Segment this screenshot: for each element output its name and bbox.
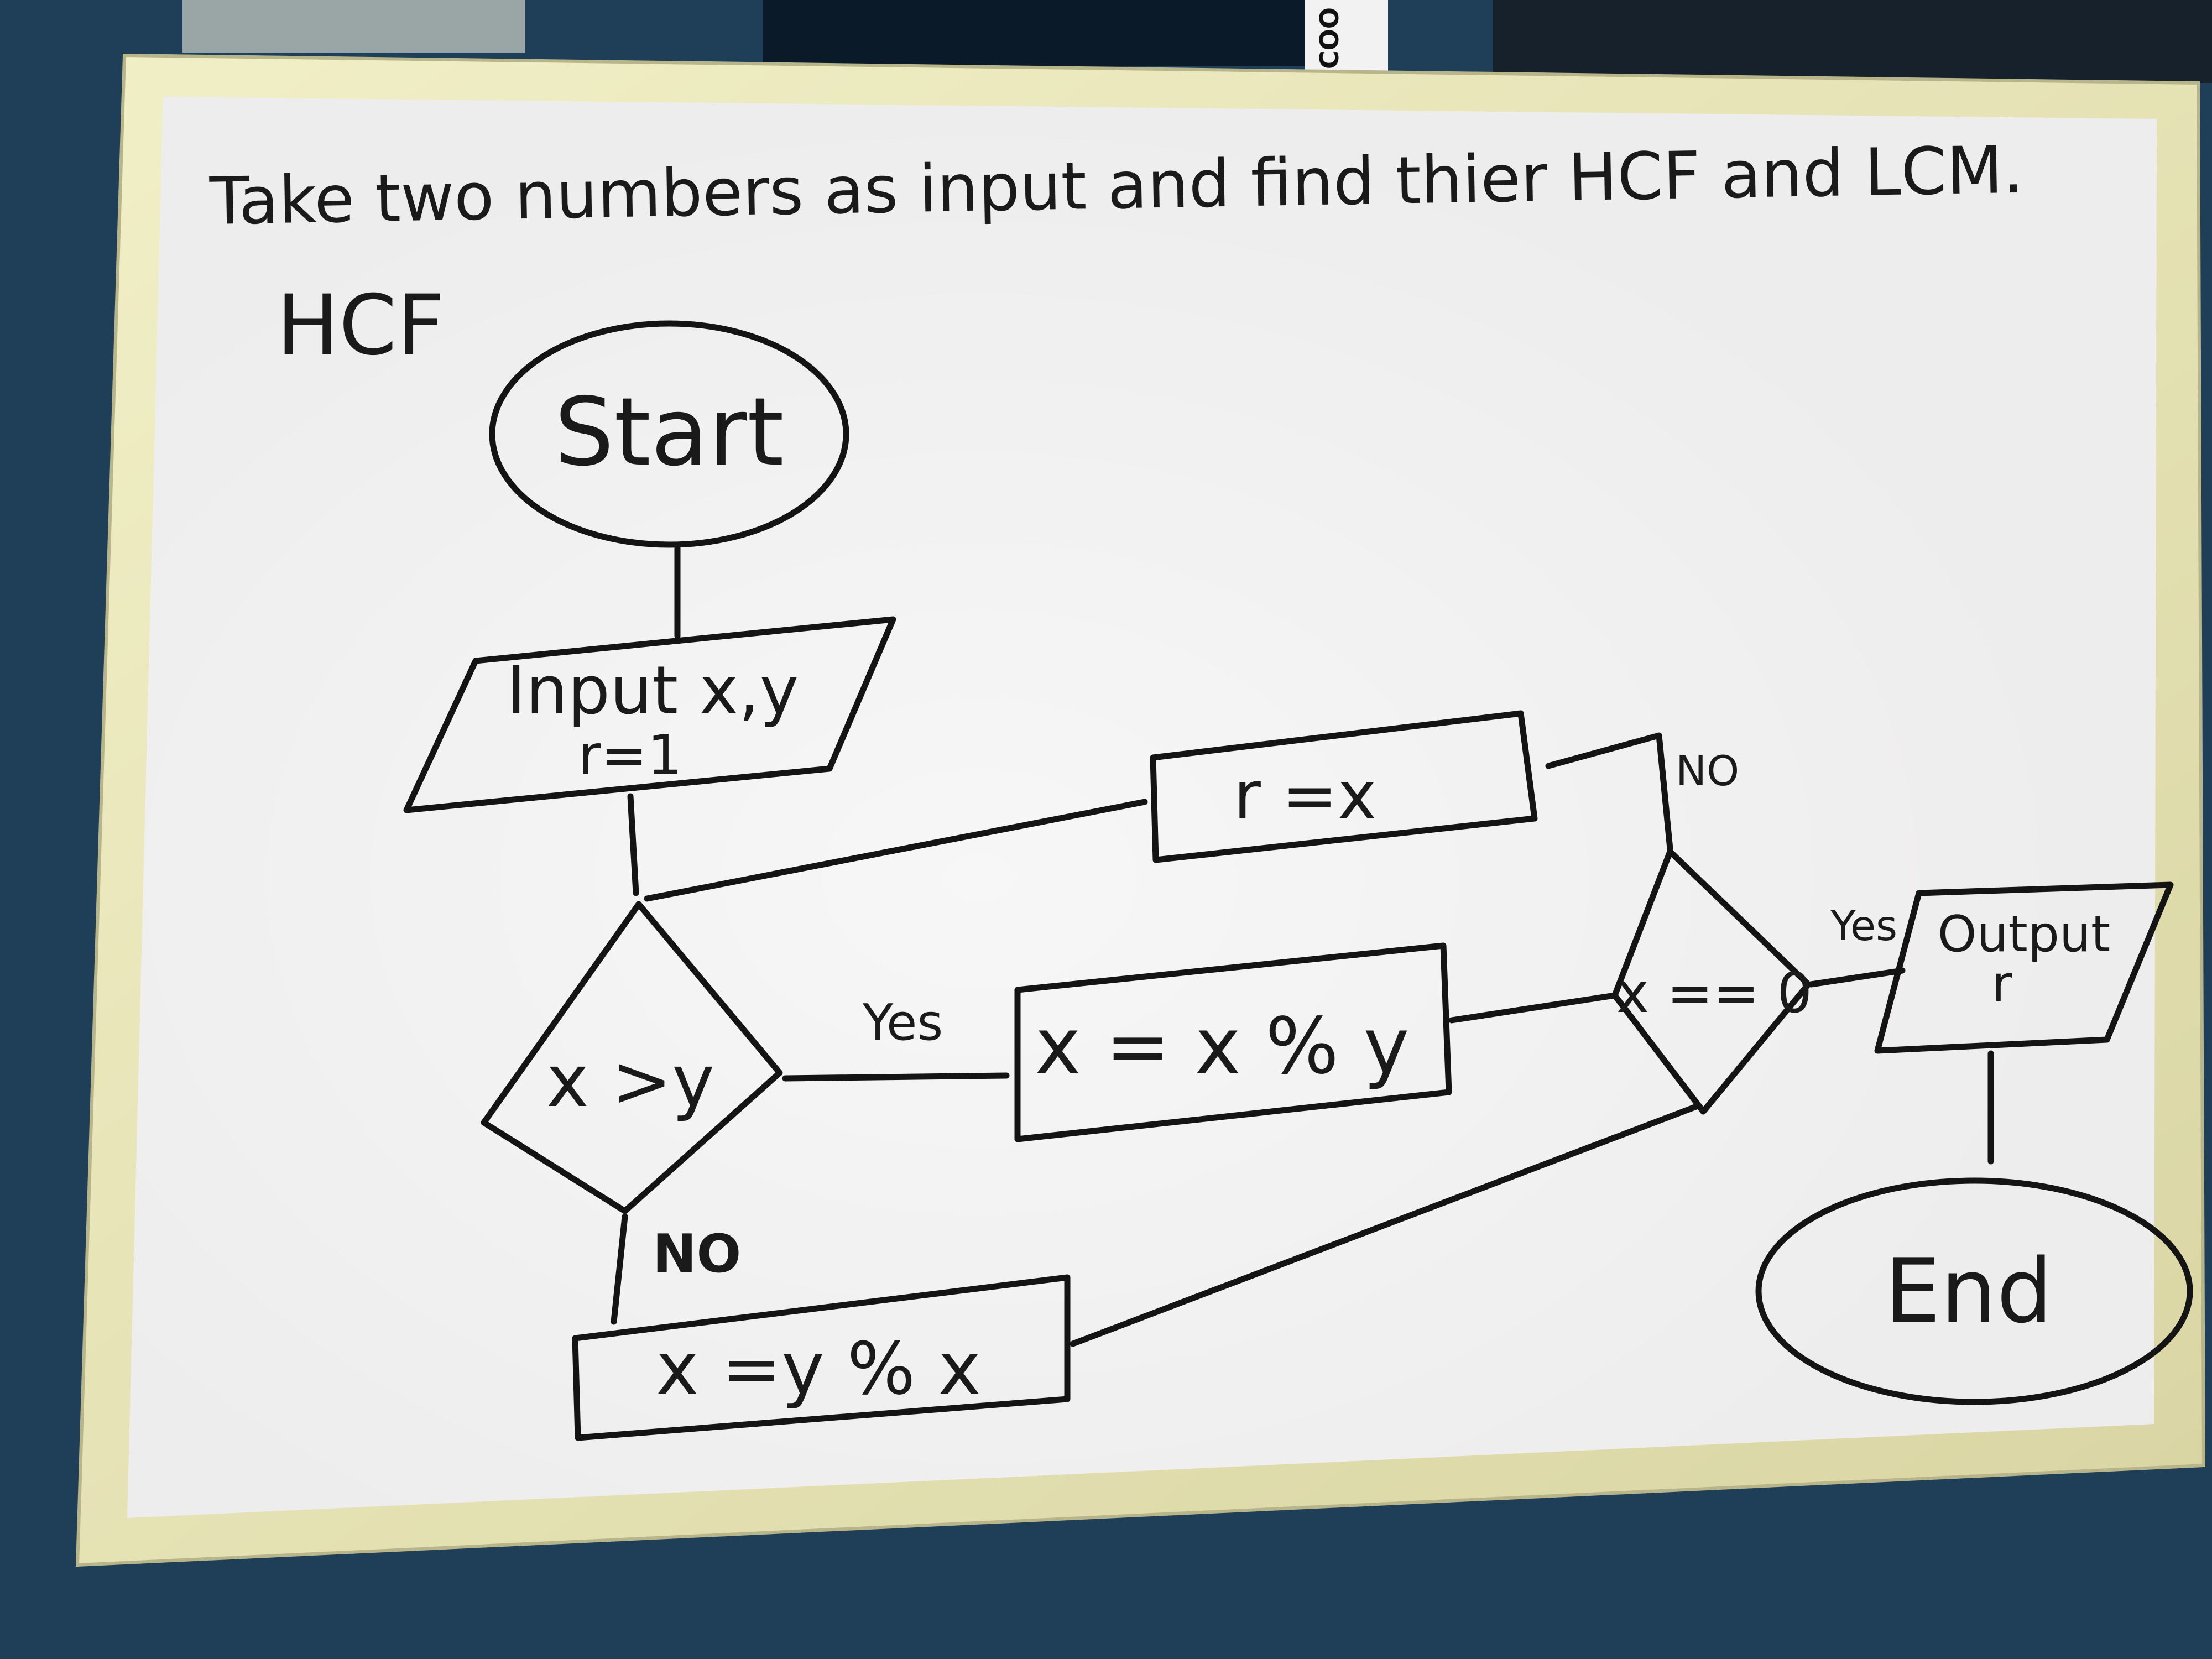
shelf-object-center [763,0,1305,66]
end-terminal [1755,1177,2193,1405]
start-label: Start [554,378,784,487]
decision-x-greater-y [481,901,783,1214]
arrow-assign-r-to-decision [644,799,1148,902]
corner-sticker [1305,0,1388,77]
arrow-input-to-decision [627,793,639,896]
arrow-assign-x-to-zero-check [1448,992,1618,1024]
end-label: End [1885,1239,2053,1343]
arrow-yes-to-assign-x [782,1072,1010,1082]
assign-x-y-mod-x-box [572,1274,1071,1441]
arrow-assign-y-to-zero-check [1070,1103,1701,1347]
arrow-yes-to-output [1808,967,1906,988]
assign-r-label: r =x [1233,758,1376,834]
corner-sticker-label: COO [1314,7,1344,69]
assign-r-box [1150,710,1538,863]
arrow-no-to-assign-y [611,1213,628,1325]
output-parallelogram [1874,881,2174,1054]
shelf-object-right [1493,0,2212,83]
output-label-line1: Output [1938,905,2111,963]
board-subheading: HCF [276,278,445,374]
start-terminal [489,320,849,548]
edge-label-no-left: NO [653,1224,741,1285]
whiteboard-glare [127,97,2157,1518]
assign-x-mod-y-box [1014,942,1452,1142]
input-label-line2: r=1 [578,723,683,787]
shelf-object-left [182,0,525,53]
assign-x-y-mod-x-label: x =y % x [656,1327,980,1411]
edge-label-no-right: NO [1676,747,1739,795]
decision-x-equals-zero-label: x == 0 [1616,961,1812,1025]
output-label-line2: r [1991,955,2012,1013]
input-parallelogram [403,616,896,813]
assign-x-mod-y-label: x = x % y [1035,1001,1410,1092]
edge-label-yes-right: Yes [1830,901,1897,950]
decision-x-greater-y-label: x >y [546,1039,714,1123]
edge-label-yes-left: Yes [862,994,943,1052]
input-label-line1: Input x,y [506,653,799,729]
decision-x-equals-zero [1611,848,1812,1115]
arrow-no-to-assign-r [1545,732,1673,852]
